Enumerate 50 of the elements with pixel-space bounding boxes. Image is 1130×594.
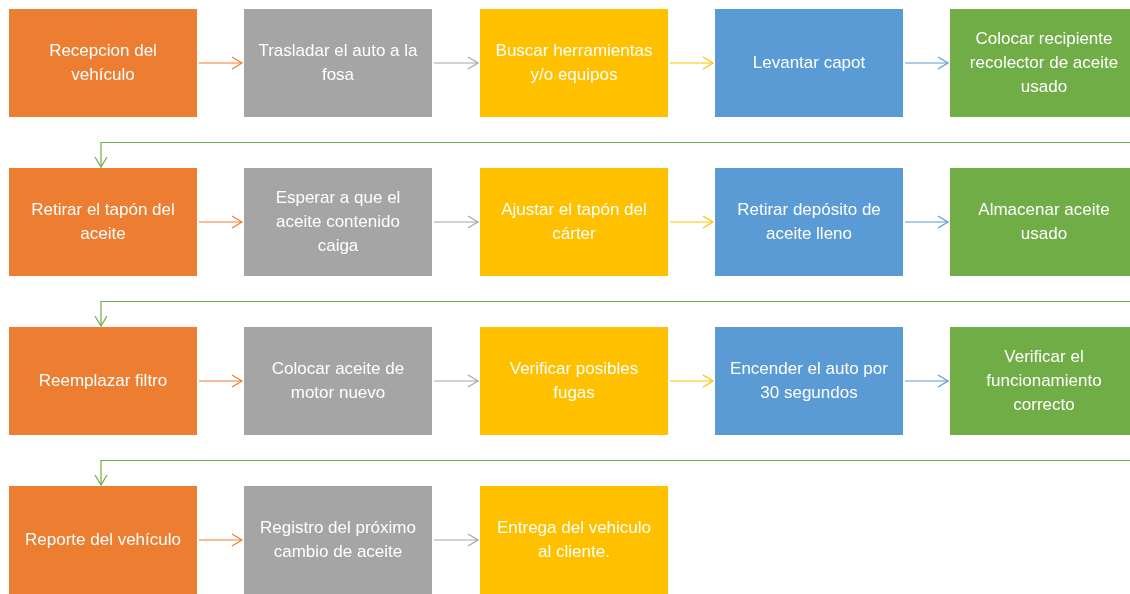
process-box (950, 327, 1130, 435)
process-box (244, 9, 432, 117)
arrow (198, 215, 243, 229)
arrow (669, 215, 714, 229)
arrow (669, 56, 714, 70)
process-box (715, 9, 903, 117)
step-label: Buscar herramientas y/o equipos (494, 40, 654, 86)
arrow (904, 56, 949, 70)
process-box (9, 168, 197, 276)
process-box (950, 9, 1130, 117)
arrow (904, 215, 949, 229)
arrow (904, 374, 949, 388)
step-label: Registro del próximo cambio de aceite (259, 517, 417, 563)
step-label: Verificar el funcionamiento correcto (985, 346, 1103, 416)
process-box (244, 327, 432, 435)
arrow (198, 56, 243, 70)
arrow (433, 533, 479, 547)
process-box (9, 9, 197, 117)
step-label: Verificar posibles fugas (508, 358, 640, 404)
process-box (950, 168, 1130, 276)
step-label: Ajustar el tapón del cárter (500, 199, 648, 245)
arrow (198, 374, 243, 388)
arrow (198, 533, 243, 547)
process-box (9, 486, 197, 594)
process-box (244, 486, 432, 594)
process-box (715, 168, 903, 276)
step-label: Reemplazar filtro (38, 370, 168, 392)
step-label: Entrega del vehiculo al cliente. (495, 517, 652, 563)
process-box (480, 486, 668, 594)
arrow (669, 374, 714, 388)
arrow (433, 215, 479, 229)
step-label: Almacenar aceite usado (977, 199, 1111, 245)
step-label: Esperar a que el aceite contenido caiga (274, 187, 402, 257)
arrow (433, 374, 479, 388)
process-box (9, 327, 197, 435)
step-label: Reporte del vehículo (25, 529, 181, 551)
step-label: Colocar recipiente recolector de aceite usado (968, 28, 1120, 98)
step-label: Retirar depósito de aceite lleno (736, 199, 882, 245)
process-box (244, 168, 432, 276)
process-box (480, 168, 668, 276)
process-box (480, 327, 668, 435)
step-label: Colocar aceite de motor nuevo (270, 358, 406, 404)
step-label: Trasladar el auto a la fosa (257, 40, 419, 86)
step-label: Recepcion del vehículo (48, 40, 158, 86)
process-box (715, 327, 903, 435)
step-label: Encender el auto por 30 segundos (729, 358, 889, 404)
step-label: Levantar capot (752, 52, 866, 74)
process-box (480, 9, 668, 117)
step-label: Retirar el tapón del aceite (30, 199, 176, 245)
arrow (433, 56, 479, 70)
